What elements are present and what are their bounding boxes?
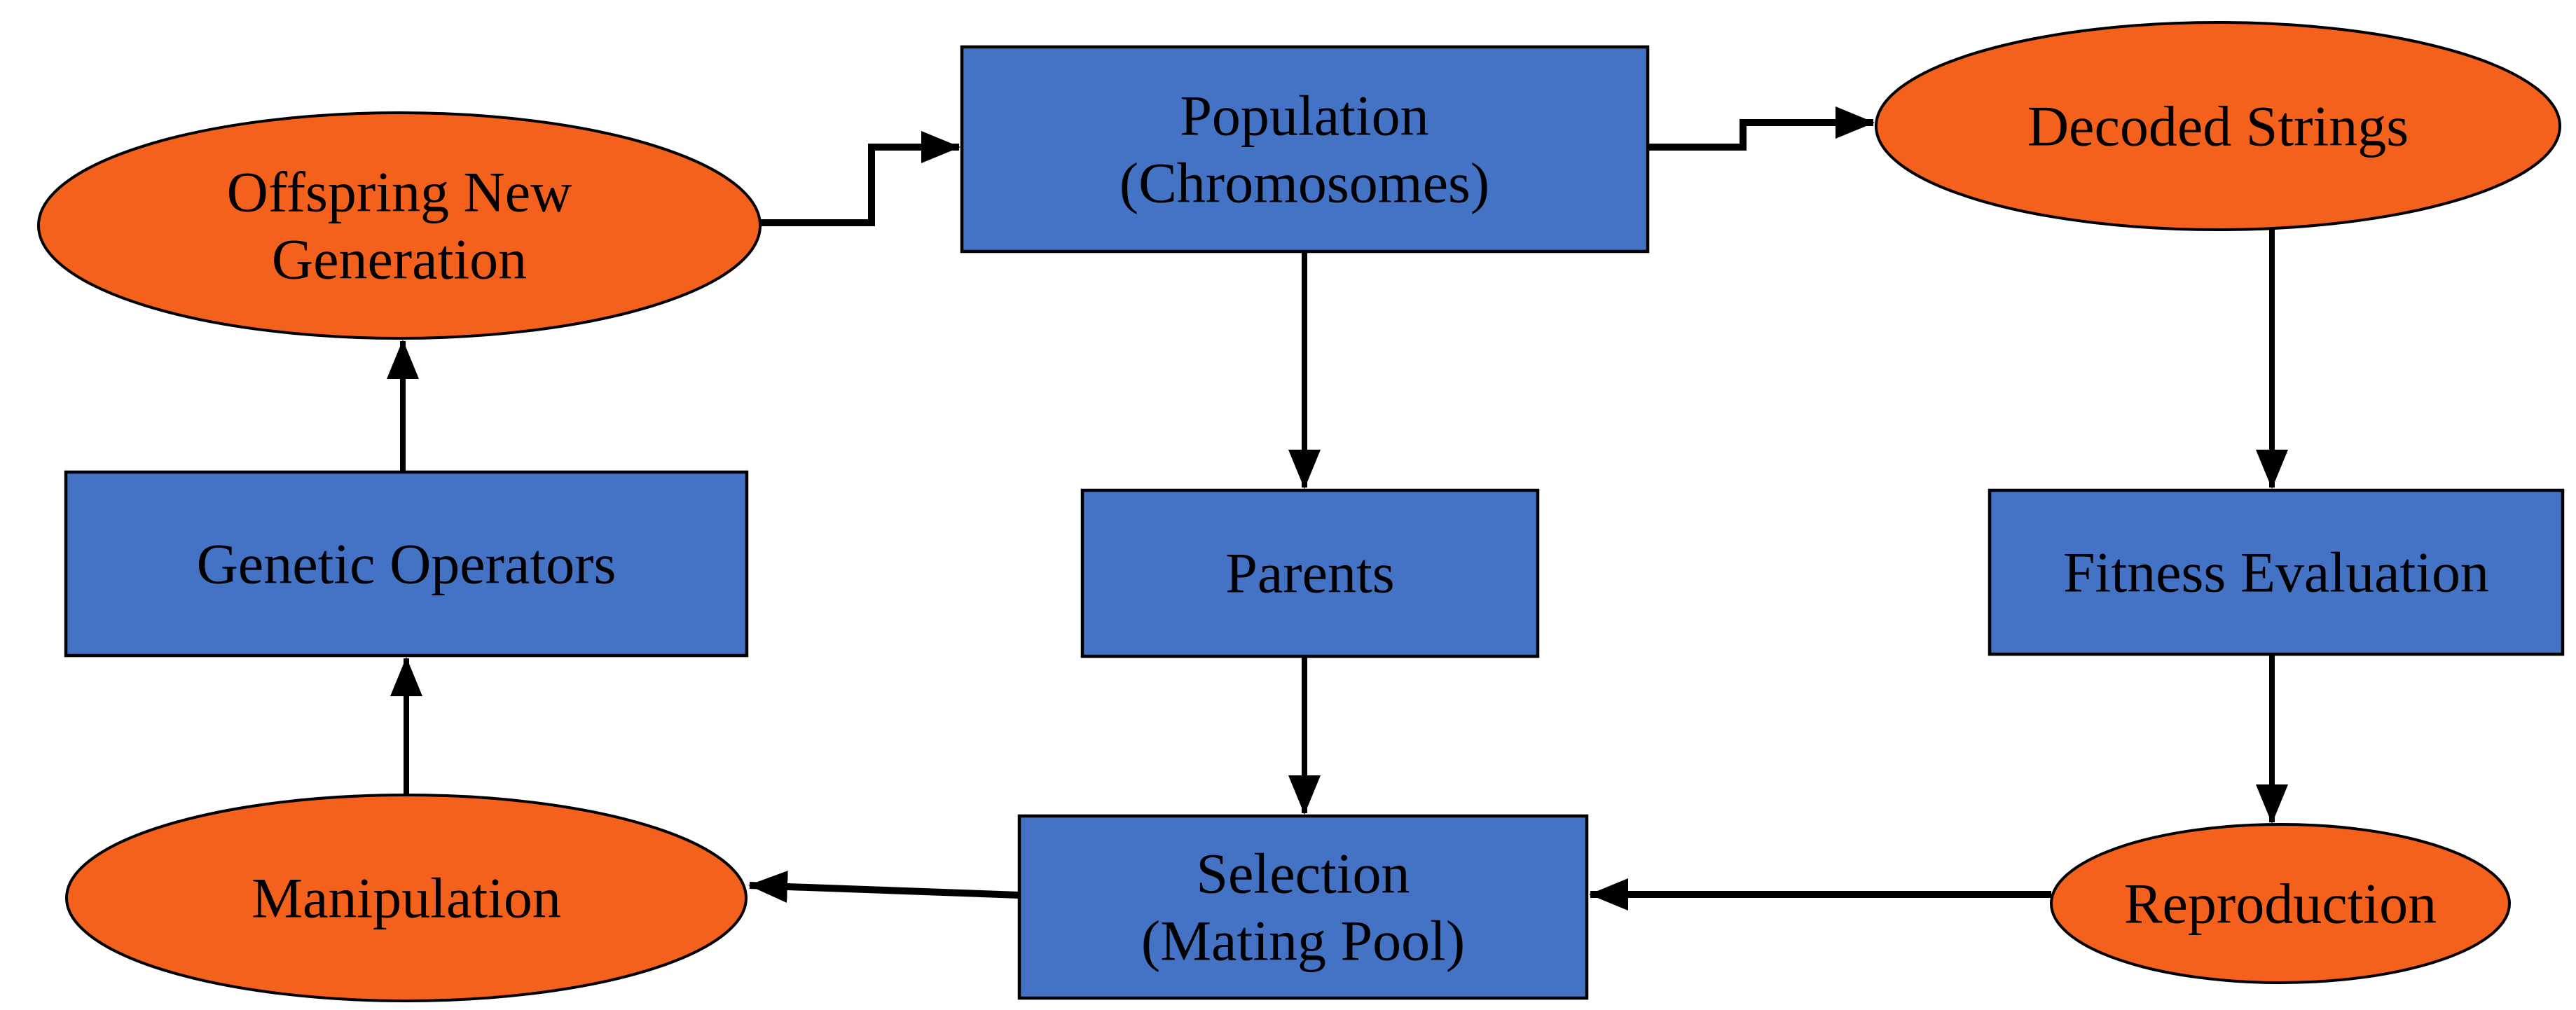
node-population-chromosomes-label-line1: Population	[1180, 84, 1428, 148]
node-genetic-operators-label: Genetic Operators	[197, 532, 617, 596]
node-offspring-new-generation-label-line1: Offspring New	[227, 160, 572, 224]
node-parents-label: Parents	[1225, 541, 1394, 605]
node-fitness-evaluation-label: Fitness Evaluation	[2063, 541, 2489, 604]
arrow-offspring-to-population	[759, 131, 960, 226]
node-reproduction-label: Reproduction	[2124, 872, 2437, 936]
node-selection-mating-pool-label-line2: (Mating Pool)	[1141, 909, 1465, 973]
node-reproduction	[2050, 823, 2511, 984]
node-manipulation-label: Manipulation	[252, 866, 561, 930]
node-selection-mating-pool-label-line1: Selection	[1196, 842, 1410, 906]
node-decoded-strings-label: Decoded Strings	[2027, 95, 2409, 158]
node-population-chromosomes-label-line2: (Chromosomes)	[1120, 151, 1489, 215]
node-genetic-operators	[64, 470, 749, 658]
arrow-selection-to-manipulation	[748, 870, 1020, 903]
node-offspring-new-generation-label-line2: Generation	[272, 228, 527, 291]
arrow-population-to-decoded-strings	[1648, 106, 1875, 151]
node-fitness-evaluation	[1988, 488, 2565, 656]
node-population-chromosomes	[960, 45, 1650, 254]
node-parents	[1080, 488, 1540, 658]
node-decoded-strings	[1875, 21, 2561, 231]
node-offspring-new-generation	[37, 111, 762, 340]
node-selection-mating-pool	[1017, 814, 1589, 1000]
node-manipulation	[65, 794, 748, 1002]
